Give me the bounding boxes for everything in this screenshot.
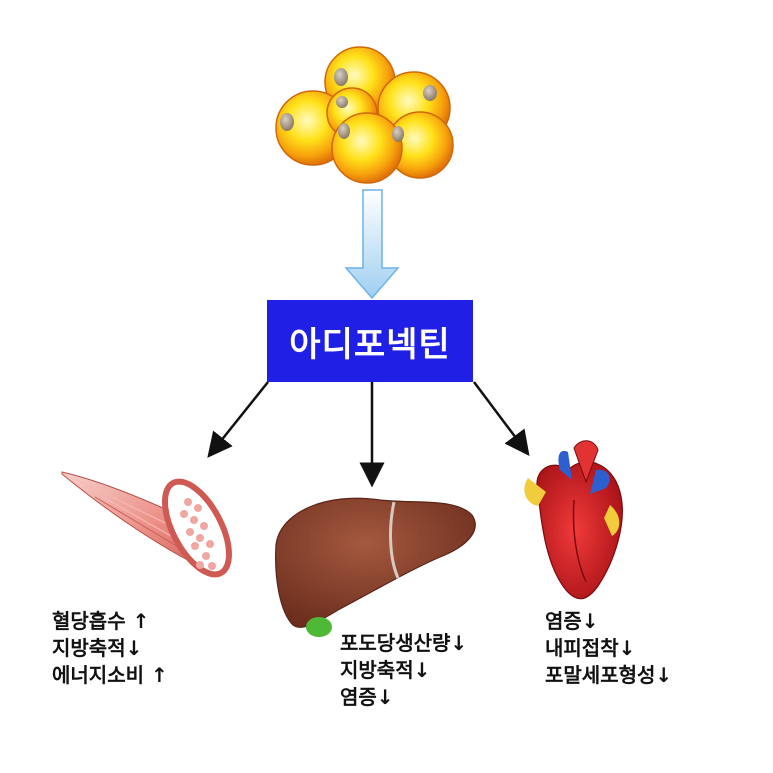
heart-effects-list: 염증↓ 내피접착↓ 포말세포형성↓ (545, 608, 672, 689)
liver-effect-item: 지방축적↓ (340, 658, 431, 682)
heart-effect-item: 염증↓ (545, 609, 599, 633)
muscle-effect-item: 혈당흡수 ↑ (52, 609, 150, 633)
heart-icon (524, 440, 623, 600)
muscle-icon (61, 471, 232, 578)
adiponectin-label: 아디포넥틴 (289, 324, 451, 365)
liver-effect-item: 염증↓ (340, 685, 394, 709)
arrow-to-muscle (207, 381, 269, 458)
heart-effect-item: 포말세포형성↓ (545, 663, 673, 687)
muscle-effects-list: 혈당흡수 ↑ 지방축적↓ 에너지소비 ↑ (52, 608, 168, 689)
liver-effect-item: 포도당생산량↓ (340, 631, 468, 655)
muscle-effect-item: 지방축적↓ (52, 636, 143, 660)
liver-icon (275, 497, 476, 637)
liver-effects-list: 포도당생산량↓ 지방축적↓ 염증↓ (340, 630, 467, 711)
muscle-effect-item: 에너지소비 ↑ (52, 663, 168, 687)
flow-arrow (344, 189, 400, 300)
fat-cells-icon (275, 46, 454, 184)
arrow-to-heart (473, 381, 530, 456)
adiponectin-box: 아디포넥틴 (267, 300, 473, 382)
heart-effect-item: 내피접착↓ (545, 636, 636, 660)
